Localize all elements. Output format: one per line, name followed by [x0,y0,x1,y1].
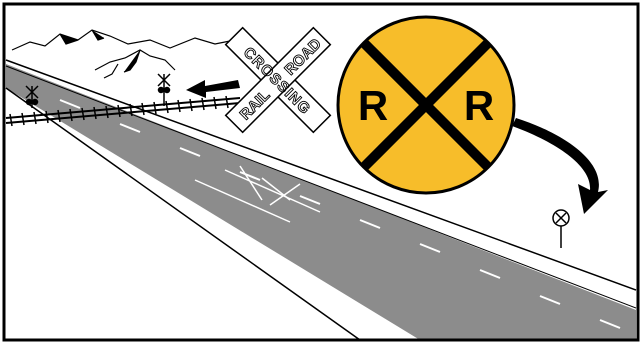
road [6,60,636,340]
mountains-icon [12,30,235,78]
crossbuck-post-icon [158,74,170,106]
arrow-icon [186,80,240,98]
crossbuck-sign: CROSSING RAIL ROAD [226,28,331,133]
advance-warning-letter-left: R [358,82,388,129]
arrow-icon [512,118,608,214]
advance-warning-letter-right: R [464,82,494,129]
advance-warning-sign: R R [338,17,514,193]
advance-warning-post-icon [553,210,569,248]
